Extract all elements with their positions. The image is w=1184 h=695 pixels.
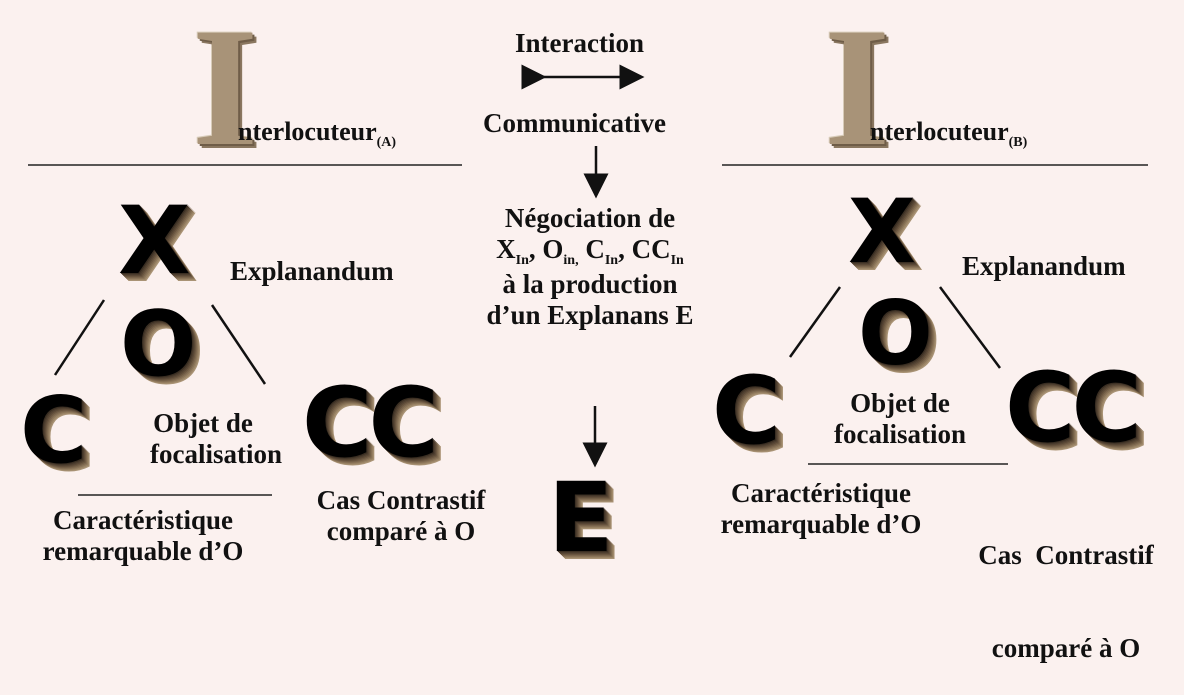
right-objet-label: Objet de focalisation (810, 388, 990, 450)
right-cas-line2: comparé à O (991, 633, 1141, 664)
right-caracteristique-label: Caractéristique remarquable d’O (696, 478, 946, 540)
left-cas-line1: Cas Contrastif (316, 485, 486, 515)
left-interlocutor-text: nterlocuteur (238, 117, 377, 146)
right-caracteristique-line2: remarquable d’O (720, 509, 922, 540)
neg-o: O (542, 234, 564, 265)
left-leg-left (53, 299, 106, 376)
left-x-block-letter: X (118, 187, 191, 296)
negociation-line4: d’un Explanans E (486, 300, 694, 331)
right-cas-line1: Cas Contrastif (978, 540, 1154, 571)
left-objet-line2: focalisation (150, 439, 282, 470)
neg-sep1: , (528, 234, 543, 265)
negociation-block: Négociation de XIn, Oin, CIn, CCIn à la … (440, 203, 740, 331)
left-interlocutor-sub: (A) (376, 135, 397, 150)
right-o-block-letter: O (858, 282, 933, 385)
right-objet-line1: Objet de (850, 388, 950, 418)
left-objet-label: Objet de focalisation (128, 408, 282, 470)
neg-c: C (585, 234, 605, 265)
communicative-label: Communicative (483, 108, 666, 138)
right-leg-right (938, 286, 1002, 369)
right-c-block-letter: C (712, 357, 781, 466)
neg-cc: CC (631, 234, 671, 265)
left-caracteristique-label: Caractéristique remarquable d’O (18, 505, 268, 567)
left-leg-right (210, 304, 267, 385)
left-cc-block-letter: CC (302, 367, 439, 479)
left-cas-line2: comparé à O (326, 516, 476, 547)
right-interlocutor-text: nterlocuteur (870, 117, 1009, 146)
left-objet-line1: Objet de (153, 408, 253, 438)
interaction-label: Interaction (515, 28, 644, 58)
negociation-line3: à la production (502, 269, 678, 300)
right-cc-block-letter: CC (1005, 352, 1142, 464)
left-o-block-letter: O (120, 292, 197, 397)
right-caracteristique-line1: Caractéristique (731, 478, 911, 508)
neg-sep3: , (618, 234, 632, 265)
right-cas-label: Cas Contrastif comparé à O (958, 478, 1174, 695)
left-interlocutor-label: nterlocuteur(A) (238, 117, 396, 151)
right-explanandum-label: Explanandum (962, 251, 1126, 281)
left-caracteristique-line2: remarquable d’O (42, 536, 244, 567)
left-c-block-letter: C (20, 377, 88, 484)
e-block-letter: E (548, 462, 614, 574)
connector-layer (28, 64, 1148, 496)
negociation-line2: XIn, Oin, CIn, CCIn (440, 234, 740, 269)
neg-x-sub: In (515, 253, 529, 269)
right-x-block-letter: X (848, 180, 916, 283)
right-leg-left (788, 286, 842, 358)
right-objet-line2: focalisation (834, 419, 966, 450)
left-big-i-glyph: I (192, 0, 259, 181)
left-caracteristique-line1: Caractéristique (53, 505, 233, 535)
right-big-i-glyph: I (824, 0, 891, 181)
left-explanandum-label: Explanandum (230, 256, 394, 286)
neg-o-sub: in, (563, 253, 579, 269)
neg-c-sub: In (604, 253, 619, 269)
right-interlocutor-sub: (B) (1008, 135, 1028, 150)
neg-x: X (496, 234, 516, 265)
neg-cc-sub: In (670, 253, 684, 269)
negociation-line1: Négociation de (504, 203, 676, 233)
left-cas-label: Cas Contrastif comparé à O (295, 485, 507, 547)
right-interlocutor-label: nterlocuteur(B) (870, 117, 1027, 151)
